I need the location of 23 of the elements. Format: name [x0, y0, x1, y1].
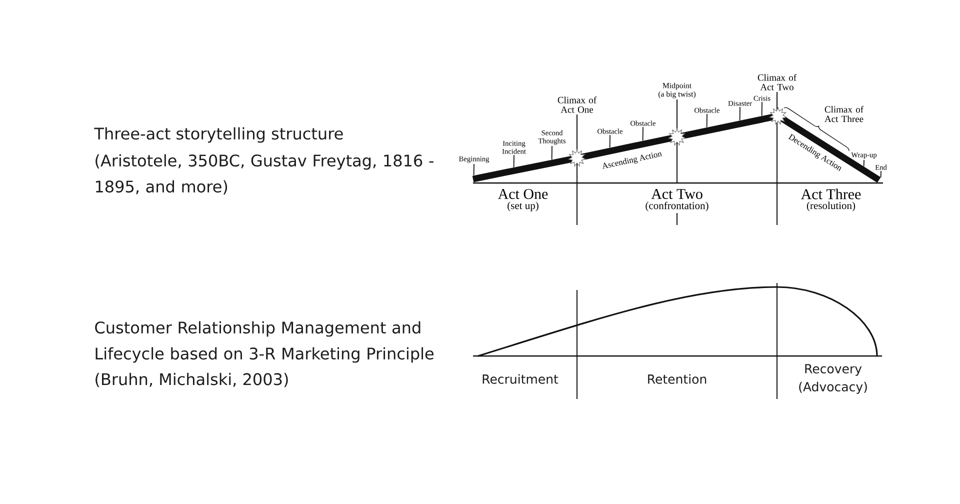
leader-line [863, 160, 864, 167]
climax-label: Climax of Act Three [824, 106, 864, 122]
description-heading: Customer Relationship Management and Lifecycle based on 3-R Marketing Principle [95, 321, 434, 363]
climax-label: Climax of Act Two [758, 74, 797, 90]
leader-line [551, 146, 552, 160]
leader-line [609, 134, 610, 148]
description-heading: Three-act storytelling structure [94, 127, 343, 143]
action-label: Ascending Action [602, 152, 662, 169]
leader-line [739, 106, 740, 121]
leader-line [761, 102, 762, 116]
leader-line [473, 164, 474, 176]
phase-label: Recovery (Advocacy) [799, 364, 867, 394]
leader-line [706, 114, 708, 128]
leader-line [642, 126, 644, 142]
citation: (Bruhn, Michalski, 2003) [96, 372, 288, 388]
leader-line [880, 170, 882, 178]
act-subtitle: (set up) [508, 202, 538, 212]
act-subtitle: (resolution) [806, 202, 856, 212]
phase-label: Retention [648, 374, 706, 384]
phase-label: Recruitment [482, 374, 558, 384]
citation: (Aristotele, 350BC, Gustav Freytag, 1816 - 1895, and more) [96, 154, 434, 194]
leader-line [513, 154, 514, 168]
act-subtitle: (confrontation) [646, 202, 708, 212]
